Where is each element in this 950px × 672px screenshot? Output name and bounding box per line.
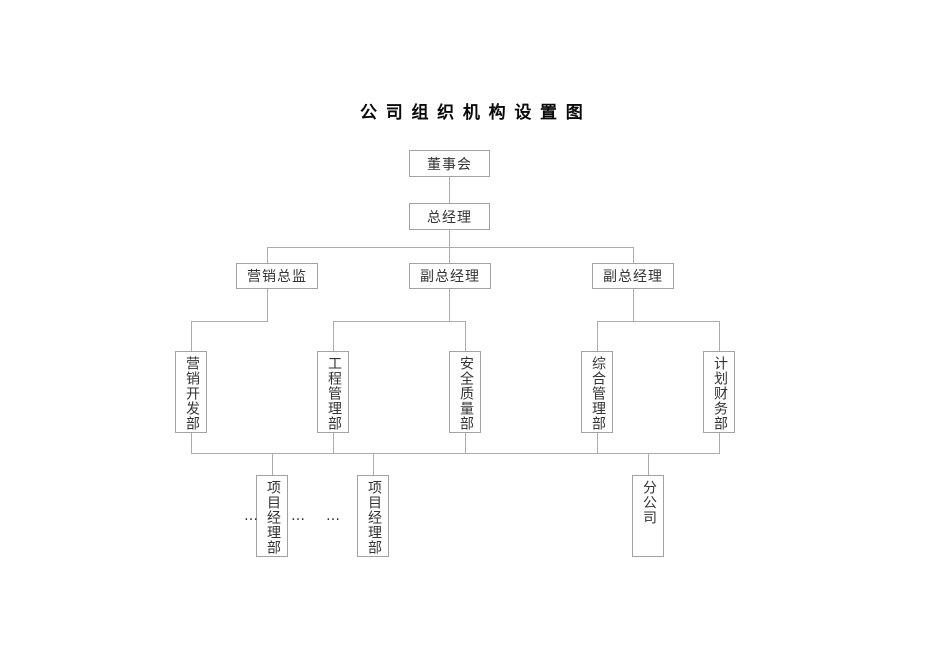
edge-planningfinance-bus	[719, 433, 720, 453]
node-project-manager-dept-2: 项目经理部	[357, 475, 389, 557]
edge-marketing-dev-bus	[191, 433, 192, 453]
page-title: 公 司 组 织 机 构 设 置 图	[360, 103, 585, 122]
edge-to-general-mgmt	[597, 321, 598, 351]
edge-deputy1-down	[449, 289, 450, 321]
edge-deputy1-elbow	[333, 321, 466, 322]
node-label: 项目经理部	[265, 480, 280, 555]
node-safety-quality-dept: 安全质量部	[449, 351, 481, 433]
edge-board-gm	[449, 177, 450, 203]
edge-bottom-bus	[191, 453, 720, 454]
edge-bus-project1	[272, 453, 273, 475]
edge-mktdir-elbow	[191, 321, 268, 322]
node-label: 综合管理部	[590, 356, 605, 431]
edge-bus-marketing-director	[267, 247, 268, 263]
ellipsis-marker: …	[326, 508, 340, 524]
node-label: 安全质量部	[458, 356, 473, 431]
node-project-manager-dept-1: 项目经理部	[256, 475, 288, 557]
edge-to-marketing-dev	[191, 321, 192, 351]
node-deputy-gm-2: 副总经理	[592, 263, 674, 289]
node-label: 项目经理部	[366, 480, 381, 555]
edge-engineering-bus	[333, 433, 334, 453]
edge-deputy2-elbow	[597, 321, 720, 322]
node-general-manager: 总经理	[409, 203, 490, 230]
edge-gm-deputy1	[449, 230, 450, 263]
edge-bus-branch-company	[648, 453, 649, 475]
node-planning-finance-dept: 计划财务部	[703, 351, 735, 433]
node-marketing-dev-dept: 营销开发部	[175, 351, 207, 433]
edge-mktdir-down	[267, 289, 268, 321]
node-general-mgmt-dept: 综合管理部	[581, 351, 613, 433]
node-engineering-mgmt-dept: 工程管理部	[317, 351, 349, 433]
edge-deputy2-down	[633, 289, 634, 321]
node-board-of-directors: 董事会	[409, 150, 490, 177]
edge-to-engineering-mgmt	[333, 321, 334, 351]
node-label: 工程管理部	[326, 356, 341, 431]
edge-bus-deputy2	[633, 247, 634, 263]
edge-generalmgmt-bus	[597, 433, 598, 453]
node-label: 营销开发部	[184, 356, 199, 431]
ellipsis-marker: …	[291, 508, 305, 524]
edge-safety-bus	[465, 433, 466, 453]
node-deputy-gm-1: 副总经理	[409, 263, 491, 289]
edge-to-planning-finance	[719, 321, 720, 351]
node-branch-company: 分公司	[632, 475, 664, 557]
edge-bus-project2	[373, 453, 374, 475]
node-label: 计划财务部	[712, 356, 727, 431]
edge-to-safety-quality	[465, 321, 466, 351]
node-label: 分公司	[641, 480, 656, 525]
edge-level3-bus	[267, 247, 634, 248]
node-marketing-director: 营销总监	[236, 263, 318, 289]
ellipsis-marker: …	[244, 508, 258, 524]
